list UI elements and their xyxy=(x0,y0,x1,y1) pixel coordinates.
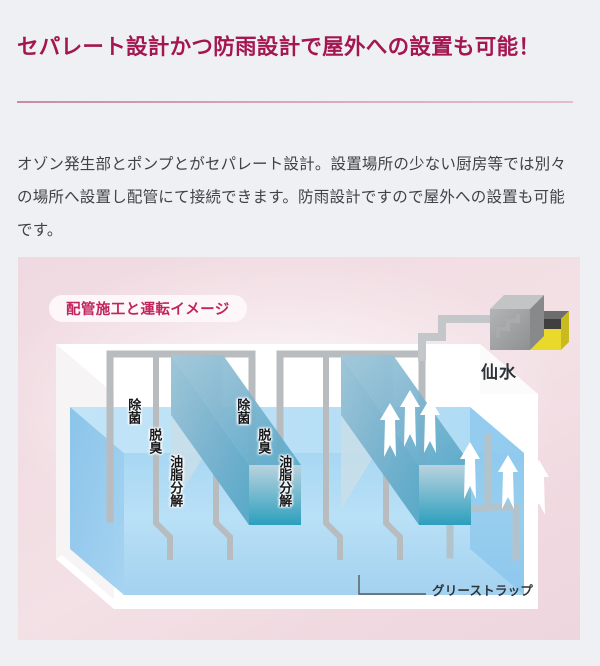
bubble-arrows xyxy=(380,390,549,515)
piping-operation-diagram xyxy=(18,257,580,640)
grease-trap-label: グリーストラップ xyxy=(432,584,533,598)
outlet-pipe xyxy=(418,315,496,361)
page-title: セパレート設計かつ防雨設計で屋外への設置も可能！ xyxy=(17,34,541,59)
title-divider xyxy=(17,101,573,103)
plate-label-a-fat-decompose: 油脂分解 xyxy=(168,455,184,507)
plate-label-b-fat-decompose: 油脂分解 xyxy=(277,455,293,507)
grease-trap-leader xyxy=(358,575,426,595)
separator-plate-a xyxy=(171,355,301,525)
plate-label-b-deodorize: 脱臭 xyxy=(256,428,272,454)
machine-unit xyxy=(490,295,569,350)
plate-label-b-sterilize: 除菌 xyxy=(235,398,251,424)
body-paragraph: オゾン発生部とポンプとがセパレート設計。設置場所の少ない厨房等では別々の場所へ設… xyxy=(17,155,567,239)
machine-label: 仙水 xyxy=(481,363,517,382)
diagram-badge: 配管施工と運転イメージ xyxy=(49,295,247,322)
plate-label-a-deodorize: 脱臭 xyxy=(147,428,163,454)
plate-label-a-sterilize: 除菌 xyxy=(126,398,142,424)
tank-bottom-lip xyxy=(56,555,538,609)
diagram-illustration xyxy=(56,295,569,609)
